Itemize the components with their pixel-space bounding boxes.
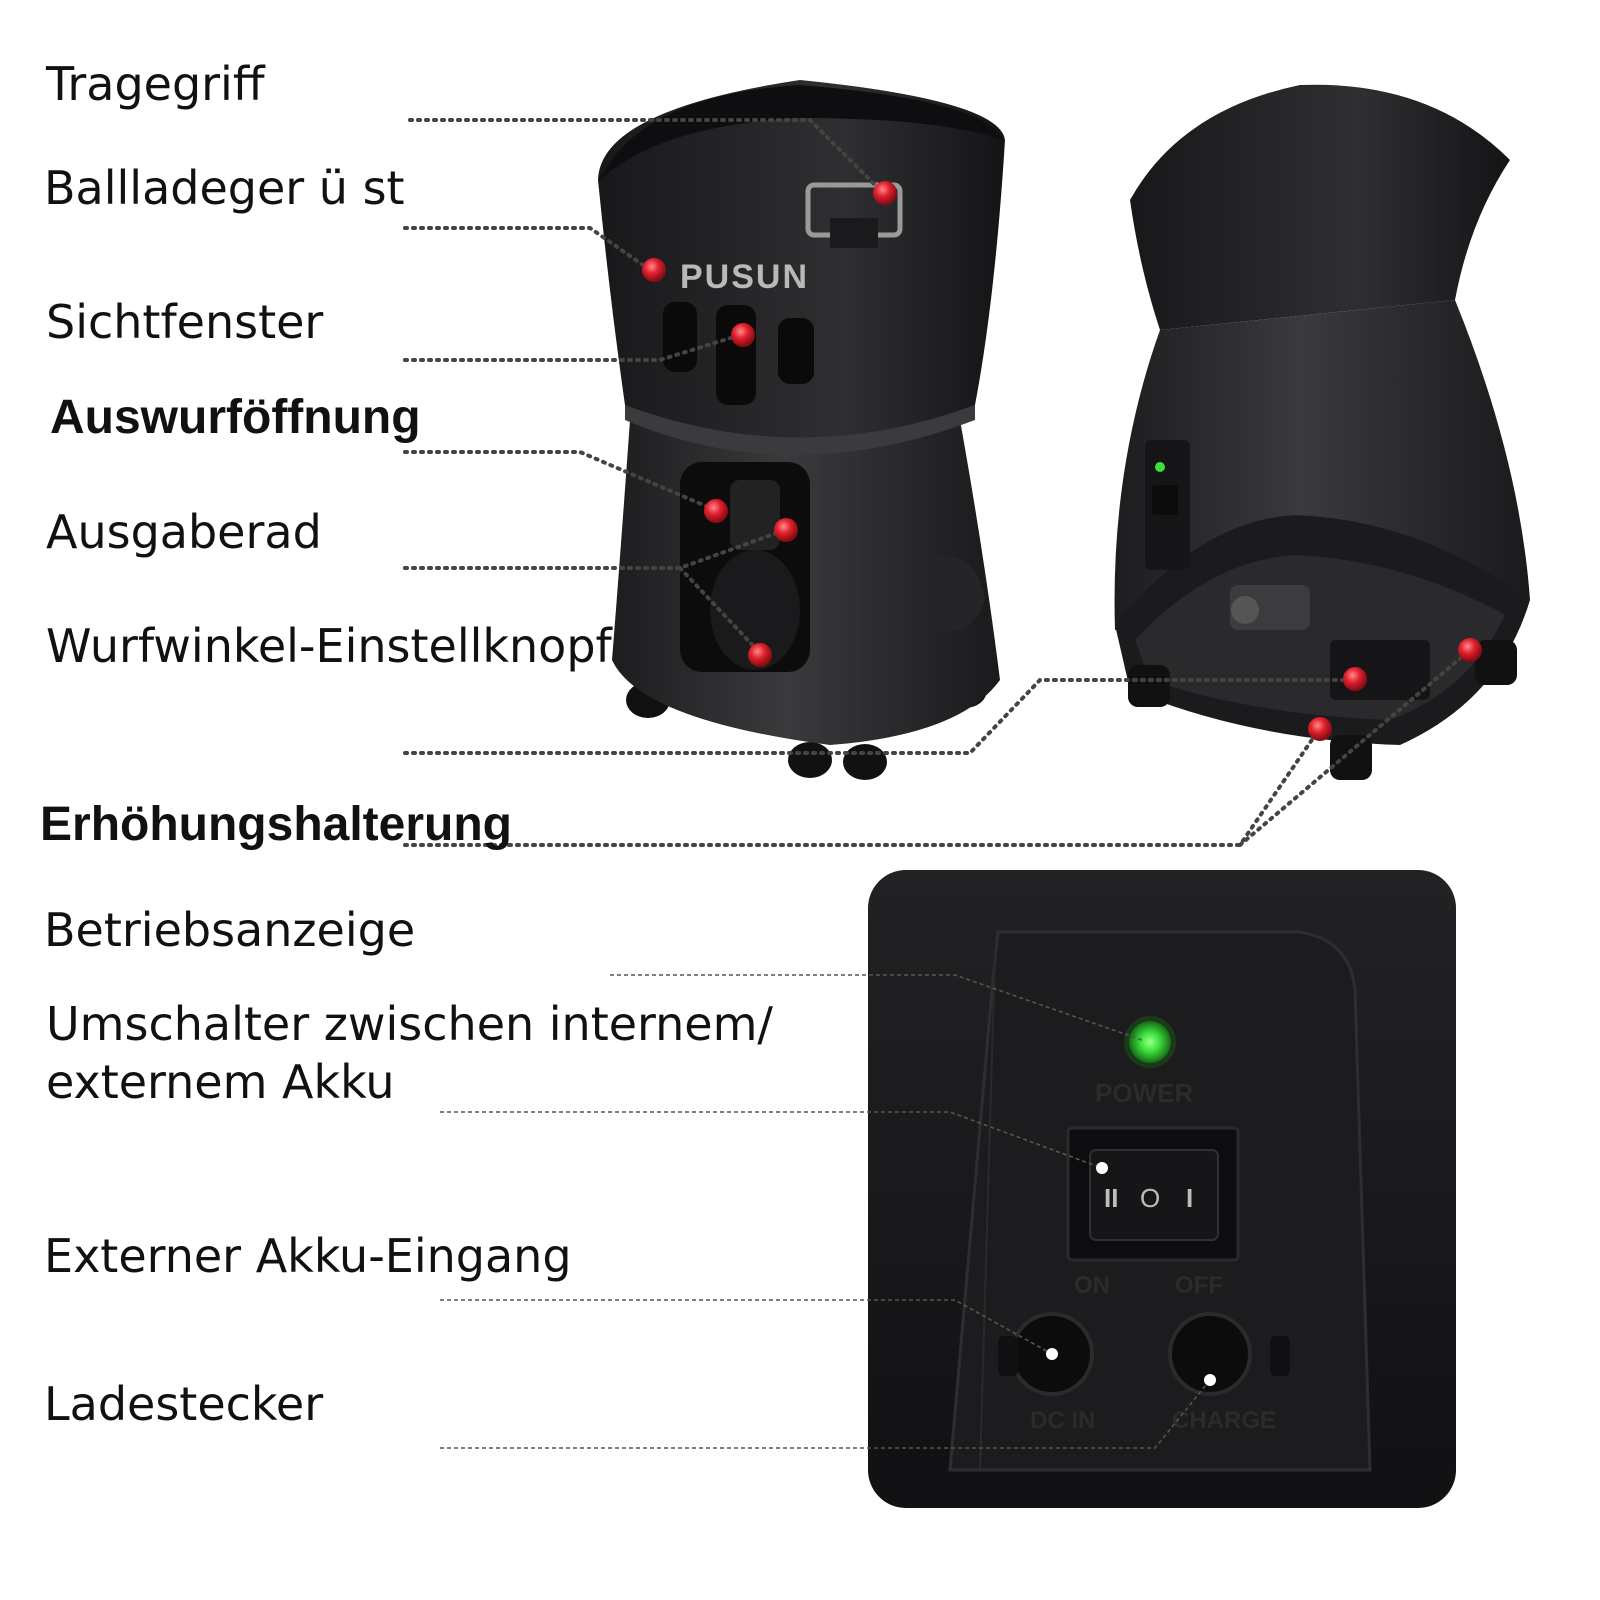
off-label: OFF <box>1175 1272 1223 1299</box>
panel-marker-dot <box>1096 1162 1108 1174</box>
control-panel-closeup: POWER II O I ON OFF DC IN CHARGE <box>868 870 1456 1508</box>
dc-in-label: DC IN <box>1030 1407 1095 1434</box>
label-externer-eingang: Externer Akku-Eingang <box>44 1229 572 1283</box>
marker-dot <box>731 323 755 347</box>
panel-marker-dot <box>1204 1374 1216 1386</box>
label-umschalter-line2: externem Akku <box>46 1055 395 1109</box>
switch-mid-symbol: O <box>1140 1183 1160 1213</box>
label-umschalter-line1: Umschalter zwischen internem/ <box>46 997 773 1051</box>
label-wurfwinkel: Wurfwinkel-Einstellknopf <box>46 619 612 673</box>
leader-lines <box>403 118 1472 847</box>
marker-dot <box>1458 638 1482 662</box>
marker-dot <box>1343 667 1367 691</box>
marker-dot <box>1308 717 1332 741</box>
marker-dot <box>873 181 897 205</box>
brand-logo: PUSUN <box>680 258 809 296</box>
label-ladestecker: Ladestecker <box>44 1377 324 1431</box>
panel-marker-dot <box>1046 1348 1058 1360</box>
charge-label: CHARGE <box>1172 1407 1276 1434</box>
marker-dot <box>774 518 798 542</box>
panel-leader-lines <box>440 974 1211 1449</box>
rear-device <box>1114 84 1530 780</box>
label-auswurfoeffnung: Auswurföffnung <box>50 391 421 444</box>
label-tragegriff: Tragegriff <box>46 57 265 111</box>
label-erhoehung: Erhöhungshalterung <box>40 798 512 851</box>
front-device: PUSUN <box>598 80 1005 780</box>
marker-dot <box>748 643 772 667</box>
switch-right-symbol: I <box>1186 1183 1193 1213</box>
marker-dot <box>704 499 728 523</box>
marker-dot <box>642 258 666 282</box>
label-ausgaberad: Ausgaberad <box>46 505 322 559</box>
power-led-icon <box>1129 1021 1171 1063</box>
switch-left-symbol: II <box>1104 1183 1118 1213</box>
label-sichtfenster: Sichtfenster <box>46 295 324 349</box>
callout-markers <box>642 181 1482 1386</box>
label-ballladegeruest: Ballladeger ü st <box>44 161 405 215</box>
on-label: ON <box>1074 1272 1110 1299</box>
power-label: POWER <box>1095 1078 1193 1108</box>
label-betriebsanzeige: Betriebsanzeige <box>44 903 416 957</box>
